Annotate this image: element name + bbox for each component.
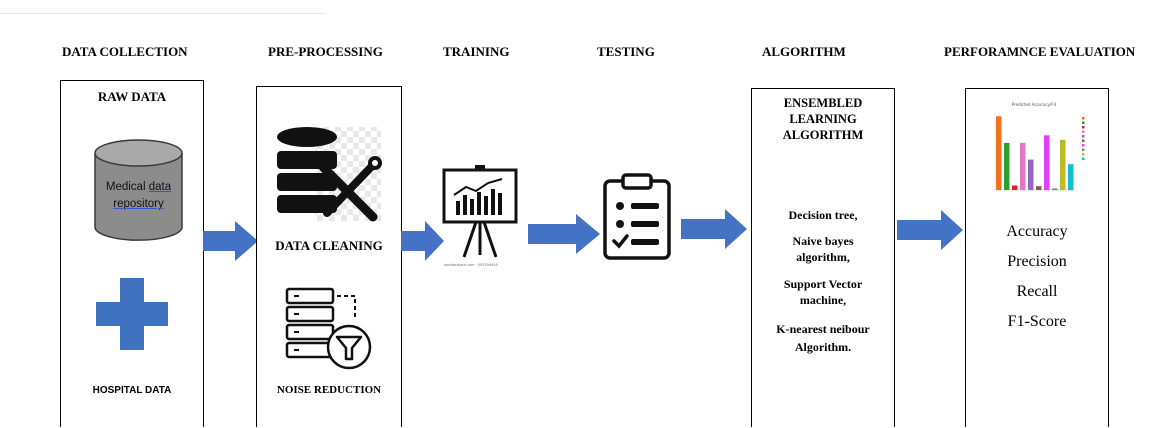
data-cleaning-label: DATA CLEANING <box>275 238 383 253</box>
chart-bar <box>1004 142 1010 190</box>
testing-clipboard-icon <box>603 173 671 260</box>
stage-performance-evaluation: PERFORAMNCE EVALUATION <box>944 44 1136 59</box>
database-tools-icon <box>277 127 382 222</box>
arrow-5 <box>897 210 963 250</box>
data-collection-box: RAW DATA Medical data repository HOSPITA… <box>60 80 204 427</box>
arrow-1 <box>203 221 258 261</box>
noise-filter-icon <box>285 287 372 370</box>
chart-title: Predicted Accuracy/F4 <box>1012 102 1057 107</box>
chart-legend-swatch <box>1082 144 1085 147</box>
chart-legend-swatch <box>1082 157 1085 160</box>
database-label-data-link: data <box>148 181 172 193</box>
chart-legend-swatch <box>1082 117 1085 120</box>
evaluation-bar-chart: Predicted Accuracy/F4 <box>994 102 1085 191</box>
metric-f1-score: F1-Score <box>1007 313 1067 330</box>
training-easel-icon <box>442 165 518 258</box>
chart-bar <box>1012 185 1018 190</box>
arrow-3 <box>528 214 600 254</box>
chart-bar <box>1036 186 1042 190</box>
chart-legend-swatch <box>1082 126 1085 129</box>
stage-testing: TESTING <box>597 44 655 59</box>
algorithm-box: ENSEMBLED LEARNING ALGORITHM Decision tr… <box>751 88 895 427</box>
metric-recall: Recall <box>1016 283 1058 300</box>
evaluation-box: Predicted Accuracy/F4 Accuracy Precision… <box>965 88 1109 427</box>
database-label: Medical data repository <box>93 179 184 213</box>
hospital-data-label: HOSPITAL DATA <box>92 385 172 396</box>
pre-processing-box: DATA CLEANING NOISE REDUCTION <box>256 86 402 427</box>
chart-bar <box>1060 139 1066 190</box>
chart-bar <box>996 116 1002 190</box>
database-label-medical: Medical <box>105 181 146 193</box>
algorithm-item-decision-tree: Decision tree, <box>788 208 858 222</box>
chart-bar <box>1068 164 1074 190</box>
chart-legend-swatch <box>1082 148 1085 151</box>
top-rule <box>0 13 326 14</box>
algorithm-item-svm: Support Vector machine, <box>783 277 863 307</box>
noise-reduction-label: NOISE REDUCTION <box>276 384 382 396</box>
chart-bar <box>1052 188 1058 190</box>
training-image-caption: shutterstock.com · 555294940 <box>444 263 498 267</box>
algorithm-item-knn: K-nearest neibour Algorithm. <box>776 322 870 354</box>
chart-legend-swatch <box>1082 135 1085 138</box>
raw-data-title: RAW DATA <box>97 89 167 104</box>
algorithm-title: ENSEMBLED LEARNING ALGORITHM <box>782 96 864 142</box>
metric-precision: Precision <box>1007 253 1067 270</box>
stage-algorithm: ALGORITHM <box>762 44 846 59</box>
chart-bar <box>1020 142 1026 190</box>
arrow-4 <box>681 209 747 249</box>
chart-legend-swatch <box>1082 121 1085 124</box>
stage-pre-processing: PRE-PROCESSING <box>268 44 383 59</box>
stage-data-collection: DATA COLLECTION <box>62 44 188 59</box>
medical-cross-icon <box>96 278 168 350</box>
chart-legend-swatch <box>1082 153 1085 156</box>
chart-bar <box>1028 159 1034 190</box>
stage-training: TRAINING <box>443 44 510 59</box>
database-icon <box>94 139 183 241</box>
chart-bar <box>1044 135 1050 190</box>
database-label-repository: repository <box>113 198 164 210</box>
algorithm-item-naive-bayes: Naive bayes algorithm, <box>792 234 854 264</box>
metric-accuracy: Accuracy <box>1006 223 1068 240</box>
arrow-2 <box>401 221 444 261</box>
chart-legend-swatch <box>1082 130 1085 133</box>
chart-legend-swatch <box>1082 139 1085 142</box>
